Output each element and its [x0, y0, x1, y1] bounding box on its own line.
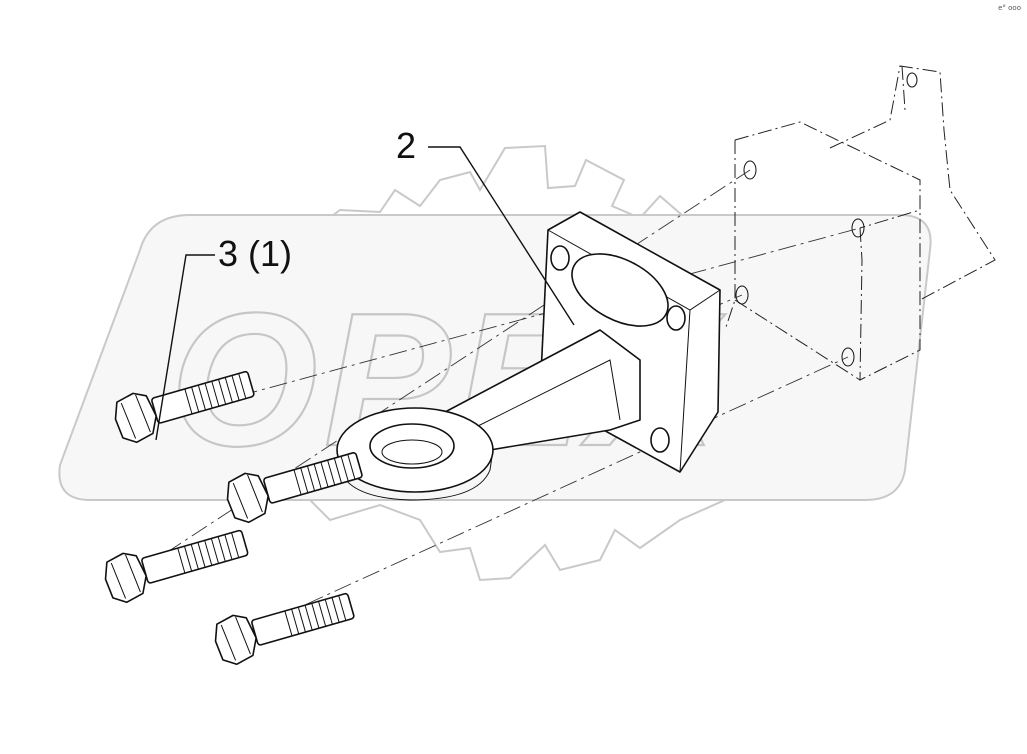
towing-eye-hole	[369, 423, 455, 469]
bolt	[214, 592, 355, 666]
bolt	[104, 529, 249, 604]
flange-hole	[650, 427, 670, 453]
flange-hole	[666, 305, 686, 331]
watermark-gear	[258, 144, 792, 582]
bracket-hole	[851, 218, 865, 238]
bolt	[226, 452, 363, 524]
bolt	[114, 370, 255, 444]
leader-line-3	[155, 254, 215, 441]
callout-2: 2	[396, 125, 417, 166]
leader-line-2	[428, 146, 575, 326]
bracket-hole	[841, 347, 855, 367]
callout-3: 3 (1)	[218, 233, 293, 274]
bracket-hole	[743, 160, 757, 180]
towing-eye-part-2	[336, 211, 721, 501]
watermark-logo: OPEX	[58, 144, 932, 582]
bracket-hole	[735, 285, 749, 305]
corner-mark: e° ooo	[998, 4, 1021, 12]
flange-hole	[550, 245, 570, 271]
phantom-mounting-bracket	[724, 65, 996, 381]
